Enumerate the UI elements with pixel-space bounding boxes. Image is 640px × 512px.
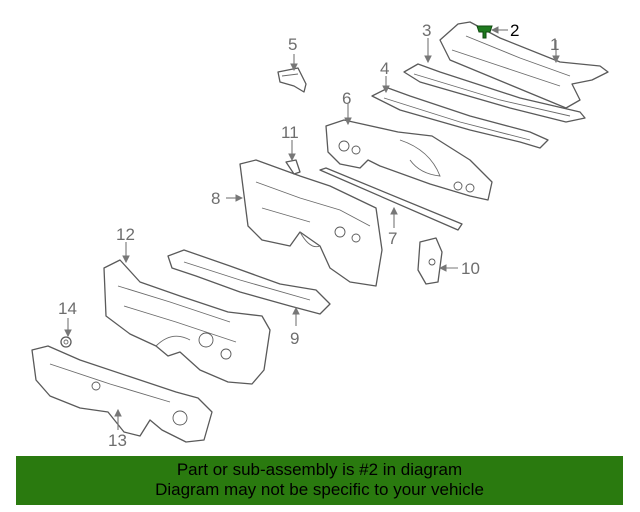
- part-6-upper-dash-panel[interactable]: [325, 119, 493, 201]
- callout-12: 12: [116, 225, 135, 244]
- callout-3: 3: [422, 21, 431, 40]
- callout-4: 4: [380, 59, 389, 78]
- part-7-brace[interactable]: [319, 167, 463, 231]
- callout-1: 1: [550, 35, 559, 54]
- info-banner: Part or sub-assembly is #2 in diagram Di…: [16, 456, 623, 505]
- part-1-cowl-panel[interactable]: [439, 21, 609, 109]
- part-9-cross-member[interactable]: [167, 249, 331, 315]
- banner-line-1: Part or sub-assembly is #2 in diagram: [176, 460, 463, 479]
- part-8-dash-panel[interactable]: [239, 159, 383, 287]
- leader-lines: [64, 26, 560, 430]
- part-12-lower-dash-panel[interactable]: [103, 259, 271, 385]
- banner-line-2: Diagram may not be specific to your vehi…: [155, 480, 484, 499]
- part-3-cowl-seal[interactable]: [403, 63, 586, 123]
- callout-2: 2: [510, 21, 519, 40]
- callout-13: 13: [108, 431, 127, 450]
- exploded-parts-diagram: 1 2 3 4 5 6 7 8 9 10 11 12 13 14: [31, 21, 609, 450]
- part-5-bracket[interactable]: [277, 67, 307, 93]
- callout-5: 5: [288, 35, 297, 54]
- callout-7: 7: [388, 229, 397, 248]
- part-14-grommet[interactable]: [60, 336, 72, 348]
- callout-9: 9: [290, 329, 299, 348]
- part-13-dash-insulator[interactable]: [31, 345, 213, 443]
- callout-10: 10: [461, 259, 480, 278]
- callout-6: 6: [342, 89, 351, 108]
- callout-14: 14: [58, 299, 77, 318]
- callout-11: 11: [281, 123, 299, 142]
- callout-8: 8: [211, 189, 220, 208]
- part-4-reinforcement[interactable]: [371, 87, 549, 149]
- part-10-reinforcement[interactable]: [417, 237, 443, 285]
- callout-labels: 1 2 3 4 5 6 7 8 9 10 11 12 13 14: [58, 21, 559, 450]
